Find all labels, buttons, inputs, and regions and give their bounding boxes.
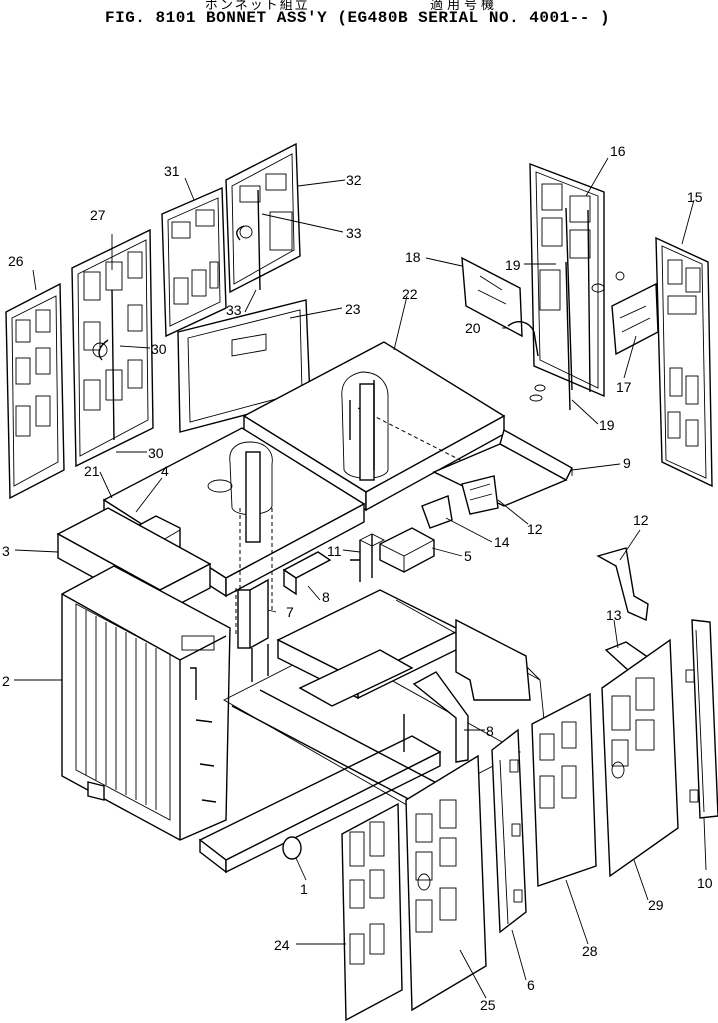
callout-33-lower: 33 [226,302,242,318]
side-post-10 [685,619,718,819]
hinge-stand-22 [341,371,389,481]
callout-12-right: 12 [633,512,649,528]
callout-9: 9 [623,455,631,471]
gas-spring-19 [565,261,625,411]
rod-20 [507,321,546,402]
callout-11: 11 [327,543,342,559]
callout-5: 5 [464,548,472,564]
japanese-title: ボンネット組立 [205,0,310,13]
callout-17: 17 [616,379,632,395]
callout-28: 28 [582,943,598,959]
plate-18 [461,256,523,338]
callout-8-lower: 8 [486,723,494,739]
door-panel-24 [341,802,403,1022]
door-panel-26 [5,282,65,500]
callout-3: 3 [2,543,10,559]
figure-header: ボンネット組立 適用号機 FIG. 8101 BONNET ASS'Y (EG4… [0,0,718,40]
callout-27: 27 [90,207,106,223]
callout-4: 4 [161,463,169,479]
callout-32: 32 [346,172,362,188]
callout-8-upper: 8 [322,589,330,605]
stay-7 [237,578,269,649]
leader-lines [14,157,707,999]
callout-14: 14 [494,534,510,550]
callout-10: 10 [697,875,713,891]
callout-33-upper: 33 [346,225,362,241]
door-panel-27 [71,228,154,468]
callout-19-lower: 19 [599,417,615,433]
callout-31: 31 [164,163,180,179]
callout-22: 22 [402,286,418,302]
bracket-12-middle [461,475,499,515]
side-post-6 [491,728,527,934]
callout-25: 25 [480,997,496,1013]
callout-13: 13 [606,607,622,623]
angle-bracket-9 [432,428,573,507]
base-frame [198,589,545,874]
callout-26: 26 [8,253,24,269]
callout-30-lower: 30 [148,445,164,461]
bracket-14 [421,495,453,529]
callout-19-upper: 19 [505,257,521,273]
callout-12-middle: 12 [527,521,543,537]
plate-17 [611,282,659,356]
callout-labels: 1 2 3 4 5 6 7 8 8 9 10 11 12 12 13 14 15… [2,143,713,1013]
door-panel-15 [655,236,713,488]
callout-1: 1 [300,881,308,897]
door-panel-28 [531,692,597,887]
callout-18: 18 [405,249,421,265]
door-panel-29 [601,638,679,878]
door-panel-32 [225,142,301,294]
callout-20: 20 [465,320,481,336]
callout-21: 21 [84,463,100,479]
callout-29: 29 [648,897,664,913]
bracket-8-upper [282,551,332,596]
grommet-1 [282,836,302,860]
bracket-12-right [596,547,649,622]
support-11 [350,533,386,582]
callout-2: 2 [2,673,10,689]
callout-15: 15 [687,189,703,205]
japanese-applicable-models: 適用号機 [430,0,499,13]
callout-23: 23 [345,301,361,317]
callout-7: 7 [286,604,294,620]
callout-16: 16 [610,143,626,159]
callout-24: 24 [274,937,290,953]
radiator-2 [61,565,231,841]
support-5 [379,527,435,573]
callout-6: 6 [527,977,535,993]
hinge-stand-21 [207,441,273,543]
door-panel-31 [161,186,227,338]
bracket-8-lower [412,671,469,763]
figure-title: FIG. 8101 BONNET ASS'Y (EG480B SERIAL NO… [105,9,611,27]
callout-30-upper: 30 [151,341,167,357]
door-panel-25 [405,754,487,1012]
